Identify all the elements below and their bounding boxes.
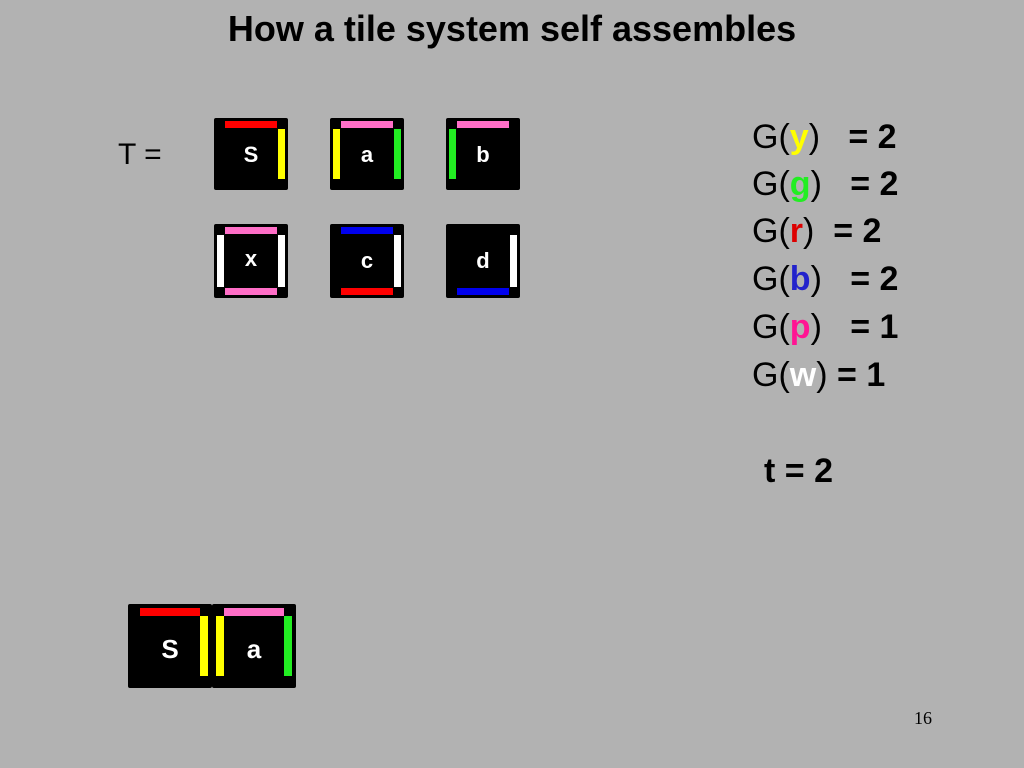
glue-prefix: G( — [752, 212, 790, 250]
tile-label: S — [161, 634, 179, 664]
tile-c: c — [330, 224, 404, 298]
glue-symbol: p — [789, 308, 811, 346]
glue-value: = 2 — [833, 212, 882, 250]
glue-strength-row: G(w) = 1 — [752, 355, 885, 395]
glue-yellow-west — [333, 129, 340, 179]
glue-blue-north — [341, 227, 393, 234]
tile-set-label: T = — [118, 138, 162, 171]
glue-strength-row: G(p) = 1 — [752, 307, 898, 347]
glue-prefix: G( — [752, 356, 790, 394]
glue-gap — [814, 212, 833, 250]
tile-label: a — [246, 634, 262, 664]
page-number: 16 — [914, 708, 932, 728]
assembly-tile-s: S — [128, 604, 212, 688]
glue-value: = 1 — [850, 308, 899, 346]
glue-green-west — [449, 129, 456, 179]
glue-suffix: ) — [810, 308, 822, 346]
glue-gap — [822, 165, 850, 203]
glue-gap — [822, 308, 850, 346]
glue-pink-north — [224, 608, 284, 616]
tile-label: d — [476, 248, 490, 273]
assembly-tile-a: a — [212, 604, 296, 688]
glue-suffix: ) — [803, 212, 815, 250]
tile-label: S — [243, 142, 259, 167]
glue-yellow-east — [200, 616, 208, 676]
glue-strength-row: G(y) = 2 — [752, 117, 897, 157]
glue-gap — [822, 260, 850, 298]
glue-symbol: r — [789, 212, 804, 250]
glue-blue-south — [457, 288, 509, 295]
glue-pink-north — [457, 121, 509, 128]
glue-suffix: ) — [810, 165, 822, 203]
glue-symbol: w — [789, 356, 817, 394]
glue-value: = 2 — [850, 165, 899, 203]
glue-suffix: ) — [810, 260, 822, 298]
glue-suffix: ) — [816, 356, 828, 394]
glue-value: = 1 — [837, 356, 886, 394]
tile-a: a — [330, 118, 404, 190]
glue-pink-north — [225, 227, 277, 234]
glue-prefix: G( — [752, 260, 790, 298]
glue-green-east — [394, 129, 401, 179]
glue-strength-row: G(r) = 2 — [752, 211, 881, 251]
glue-symbol: y — [789, 118, 809, 156]
glue-suffix: ) — [808, 118, 821, 156]
tile-label: b — [476, 142, 490, 167]
tile-s: S — [214, 118, 288, 190]
glue-white-east — [510, 235, 517, 287]
glue-strength-row: G(g) = 2 — [752, 164, 898, 204]
glue-prefix: G( — [752, 165, 790, 203]
tile-label: c — [360, 248, 374, 273]
glue-prefix: G( — [752, 308, 790, 346]
glue-white-east — [278, 235, 285, 287]
glue-pink-north — [341, 121, 393, 128]
tile-x: x — [214, 224, 288, 298]
glue-strength-row: G(b) = 2 — [752, 259, 898, 299]
glue-pink-south — [225, 288, 277, 295]
glue-green-east — [284, 616, 292, 676]
glue-gap — [828, 356, 837, 394]
glue-red-north — [225, 121, 277, 128]
glue-yellow-east — [278, 129, 285, 179]
glue-prefix: G( — [752, 118, 790, 156]
tile-b: b — [446, 118, 520, 190]
glue-value: = 2 — [850, 260, 899, 298]
tile-label: x — [244, 246, 258, 271]
slide-title: How a tile system self assembles — [227, 8, 797, 49]
glue-white-west — [217, 235, 224, 287]
glue-red-north — [140, 608, 200, 616]
glue-yellow-west — [216, 616, 224, 676]
glue-symbol: b — [789, 260, 811, 298]
glue-red-south — [341, 288, 393, 295]
glue-white-east — [394, 235, 401, 287]
temperature: t = 2 — [764, 452, 833, 490]
tile-label: a — [360, 142, 374, 167]
glue-symbol: g — [789, 165, 811, 203]
glue-gap — [820, 118, 848, 156]
glue-value: = 2 — [848, 118, 897, 156]
tile-d: d — [446, 224, 520, 298]
